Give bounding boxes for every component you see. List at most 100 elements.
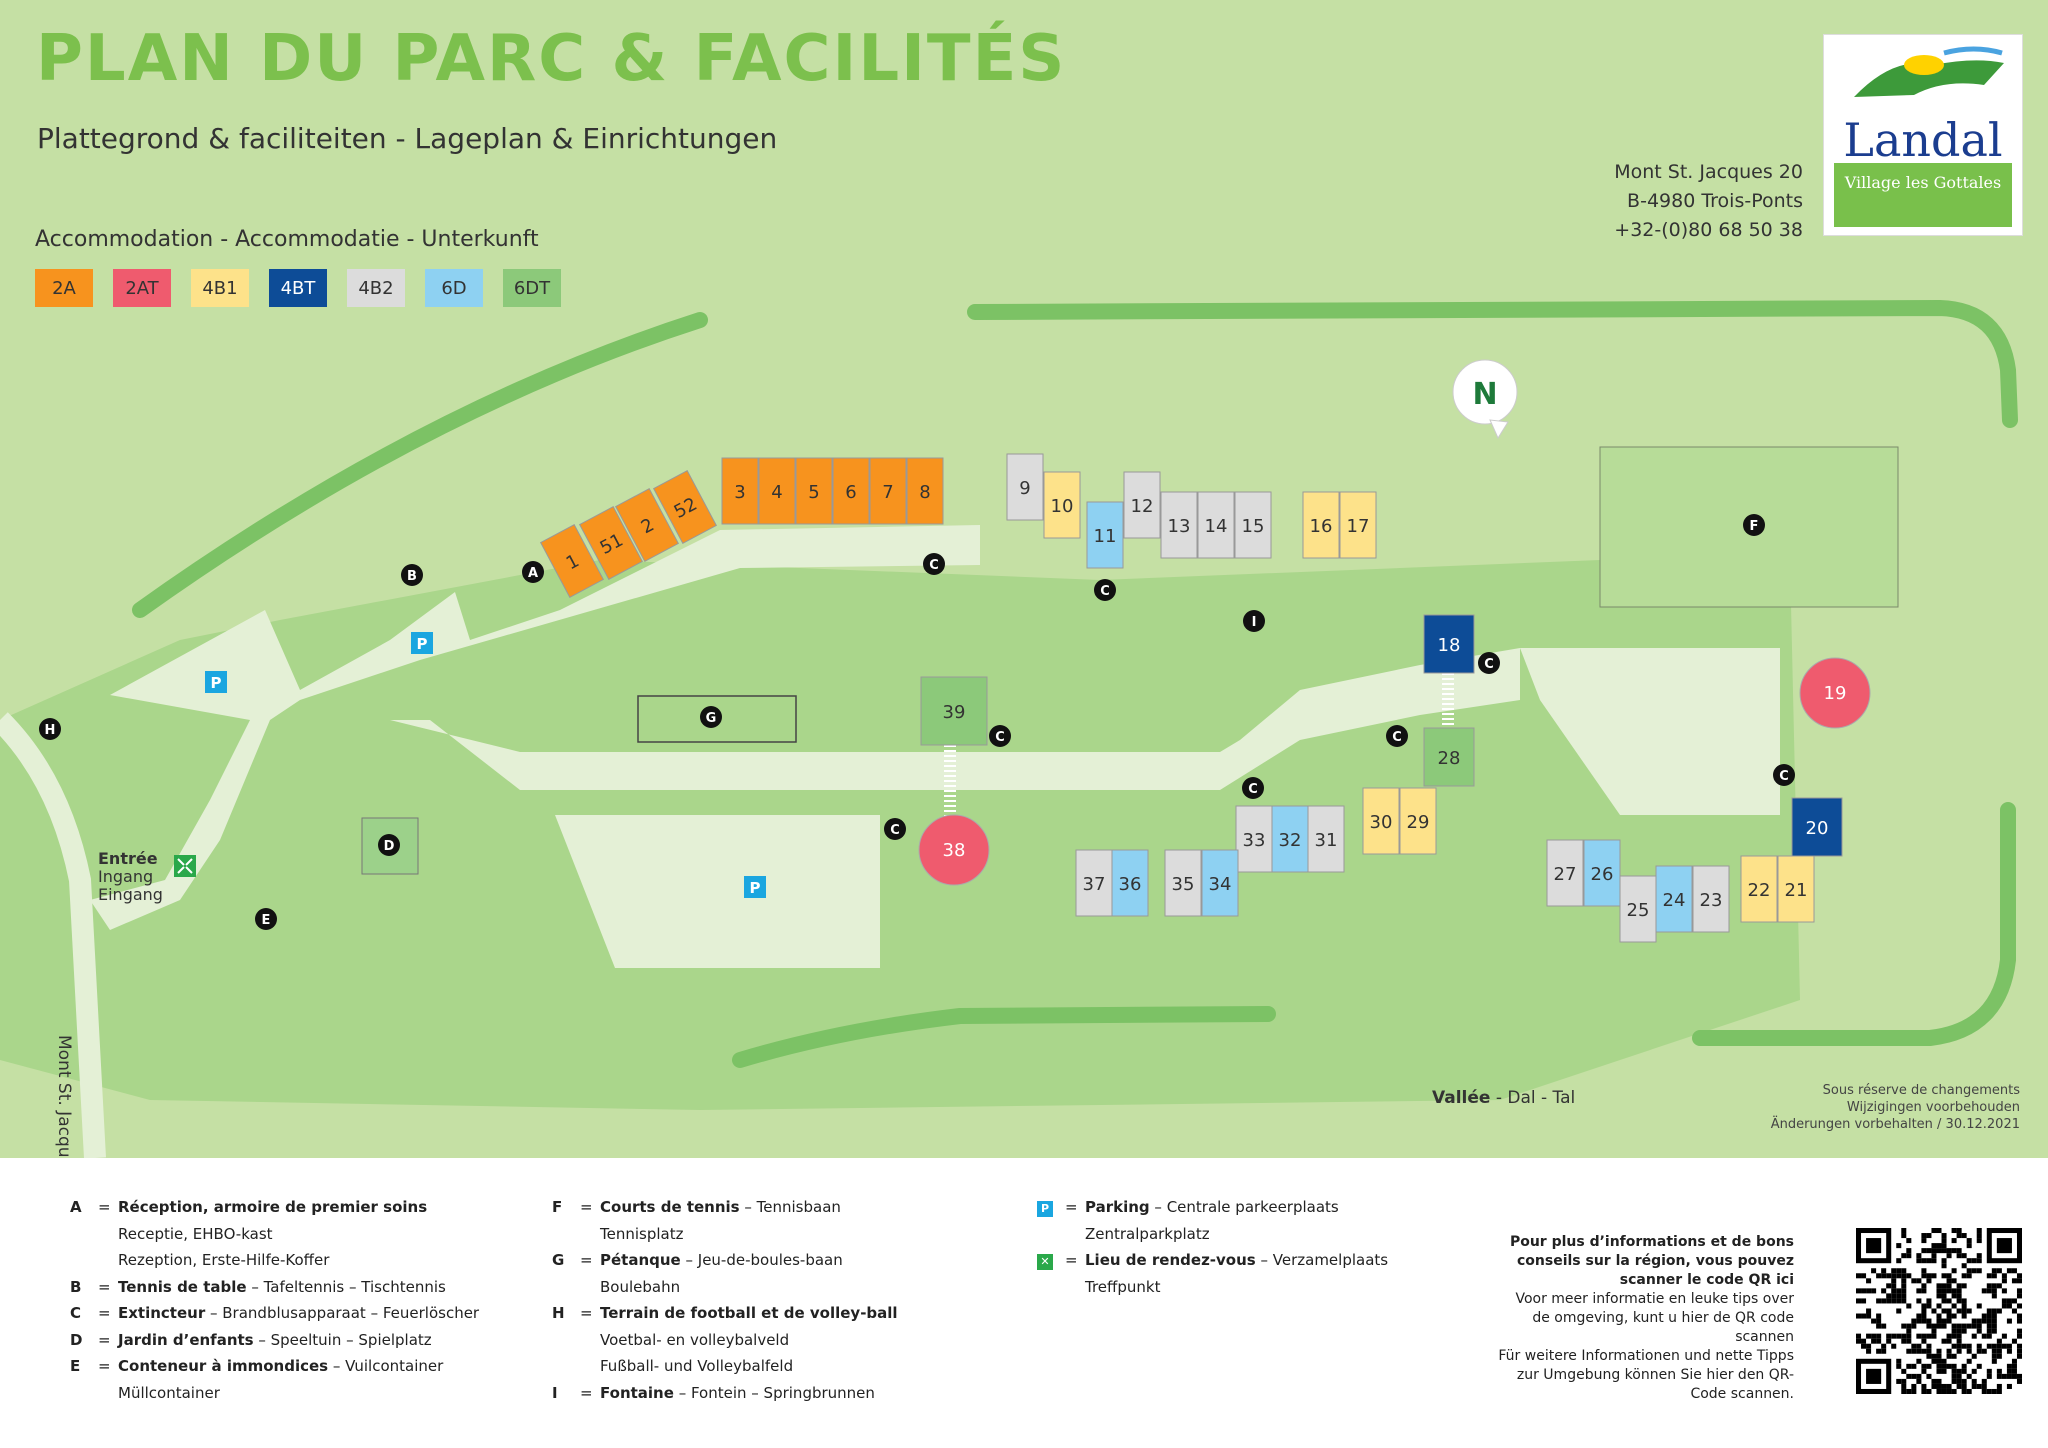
unit-number: 15 bbox=[1242, 516, 1265, 537]
unit-number: 12 bbox=[1131, 496, 1154, 517]
key-letter bbox=[552, 1327, 580, 1354]
logo-landscape-icon bbox=[1854, 46, 2004, 97]
facility-marker-c[interactable]: C bbox=[1478, 652, 1500, 674]
hedge bbox=[1692, 802, 2016, 1046]
facility-marker-h[interactable]: H bbox=[39, 718, 61, 740]
unit-7: 7 bbox=[869, 457, 907, 525]
unit-11: 11 bbox=[1086, 501, 1124, 569]
key-text: Réception, armoire de premier soins bbox=[118, 1198, 428, 1216]
unit-shape bbox=[1006, 453, 1044, 521]
unit-shape bbox=[1799, 657, 1871, 729]
facility-marker-c[interactable]: C bbox=[1773, 764, 1795, 786]
parking-icon[interactable]: P bbox=[744, 876, 766, 898]
unit-number: 23 bbox=[1700, 890, 1723, 911]
unit-number: 13 bbox=[1168, 516, 1191, 537]
unit-30: 30 bbox=[1362, 787, 1400, 855]
facility-marker-i[interactable]: I bbox=[1243, 610, 1265, 632]
key-text: Terrain de football et de volley-ball bbox=[600, 1304, 898, 1322]
unit-shape bbox=[1307, 805, 1345, 873]
marker-circle bbox=[1773, 764, 1795, 786]
key-letter bbox=[70, 1380, 98, 1407]
key-text: Pétanque – Jeu-de-boules-baan bbox=[600, 1251, 843, 1269]
unit-shape bbox=[1164, 849, 1202, 917]
unit-shape bbox=[1791, 797, 1843, 857]
facility-marker-c[interactable]: C bbox=[1386, 725, 1408, 747]
key-letter bbox=[552, 1353, 580, 1380]
legend-4bt: 4BT bbox=[269, 269, 327, 307]
unit-number: 11 bbox=[1094, 526, 1117, 547]
facility-marker-c[interactable]: C bbox=[1094, 579, 1116, 601]
unit-number: 19 bbox=[1824, 683, 1847, 704]
marker-circle bbox=[1094, 579, 1116, 601]
facility-marker-a[interactable]: A bbox=[522, 561, 544, 583]
reserve-line: Sous réserve de changements bbox=[1822, 1083, 2020, 1098]
unit-number: 5 bbox=[808, 482, 819, 503]
road-mont-st-jacques bbox=[0, 712, 106, 1158]
unit-10: 10 bbox=[1043, 471, 1081, 539]
facility-markers: A B C C C C C C C C D E F G H I P P P bbox=[39, 514, 1795, 930]
key-letter bbox=[552, 1274, 580, 1301]
meeting-point-icon bbox=[174, 855, 196, 877]
facility-marker-b[interactable]: B bbox=[401, 564, 423, 586]
valley-label: Vallée - Dal - Tal bbox=[1432, 1088, 1575, 1108]
key-letter: H bbox=[552, 1304, 565, 1322]
parking-icon[interactable]: P bbox=[205, 671, 227, 693]
unit-shape bbox=[1423, 727, 1475, 787]
key-text: Lieu de rendez-vous – Verzamelplaats bbox=[1085, 1251, 1389, 1269]
petanque-area bbox=[637, 695, 797, 743]
parking-icon: P bbox=[1037, 1201, 1053, 1217]
marker-letter: C bbox=[995, 730, 1005, 745]
marker-letter: A bbox=[528, 566, 538, 581]
unit-38: 38 bbox=[918, 814, 990, 886]
unit-shape bbox=[1111, 849, 1149, 917]
facility-marker-c[interactable]: C bbox=[1242, 777, 1264, 799]
legend-2at: 2AT bbox=[113, 269, 171, 307]
facility-marker-c[interactable]: C bbox=[884, 818, 906, 840]
parking-icon[interactable]: P bbox=[411, 632, 433, 654]
key-letter: C bbox=[70, 1304, 82, 1322]
facility-marker-g[interactable]: G bbox=[700, 706, 722, 728]
unit-15: 15 bbox=[1234, 491, 1272, 559]
unit-number: 26 bbox=[1591, 864, 1614, 885]
key-equals bbox=[580, 1274, 600, 1301]
marker-letter: B bbox=[407, 569, 417, 584]
unit-shape bbox=[1399, 787, 1437, 855]
facility-marker-c[interactable]: C bbox=[923, 553, 945, 575]
marker-circle bbox=[989, 725, 1011, 747]
unit-number: 28 bbox=[1438, 748, 1461, 769]
unit-number: 30 bbox=[1370, 812, 1393, 833]
facility-marker-f[interactable]: F bbox=[1743, 514, 1765, 536]
key-equals: = bbox=[98, 1330, 111, 1349]
unit-18: 18 bbox=[1423, 614, 1475, 674]
parking-letter: P bbox=[211, 674, 222, 692]
meeting-point-icon: ✕ bbox=[1037, 1254, 1053, 1270]
key-row: Zentralparkplatz bbox=[1037, 1221, 1388, 1248]
qr-info-fr-text: Pour plus d’informations et de bons cons… bbox=[1509, 1234, 1794, 1288]
facility-marker-e[interactable]: E bbox=[255, 908, 277, 930]
facility-marker-c[interactable]: C bbox=[989, 725, 1011, 747]
marker-letter: C bbox=[929, 558, 939, 573]
unit-shape bbox=[1302, 491, 1340, 559]
unit-shape bbox=[1271, 805, 1309, 873]
facility-marker-d[interactable]: D bbox=[378, 834, 400, 856]
unit-34: 34 bbox=[1201, 849, 1239, 917]
key-letter: A bbox=[70, 1198, 82, 1216]
key-letter: D bbox=[70, 1330, 83, 1349]
key-text: Tennisplatz bbox=[600, 1224, 684, 1243]
unit-shape bbox=[758, 457, 796, 525]
marker-circle bbox=[1386, 725, 1408, 747]
marker-circle bbox=[1743, 514, 1765, 536]
page-title: PLAN DU PARC & FACILITÉS bbox=[36, 22, 1067, 96]
qr-code-icon[interactable] bbox=[1856, 1228, 2022, 1394]
unit-number: 3 bbox=[734, 482, 745, 503]
marker-circle bbox=[1242, 777, 1264, 799]
unit-6: 6 bbox=[832, 457, 870, 525]
key-text: Müllcontainer bbox=[118, 1383, 220, 1402]
hedge bbox=[132, 312, 708, 618]
key-equals: = bbox=[98, 1304, 111, 1322]
key-row: F=Courts de tennis – Tennisbaan bbox=[552, 1194, 898, 1221]
key-equals bbox=[580, 1353, 600, 1380]
marker-circle bbox=[700, 706, 722, 728]
